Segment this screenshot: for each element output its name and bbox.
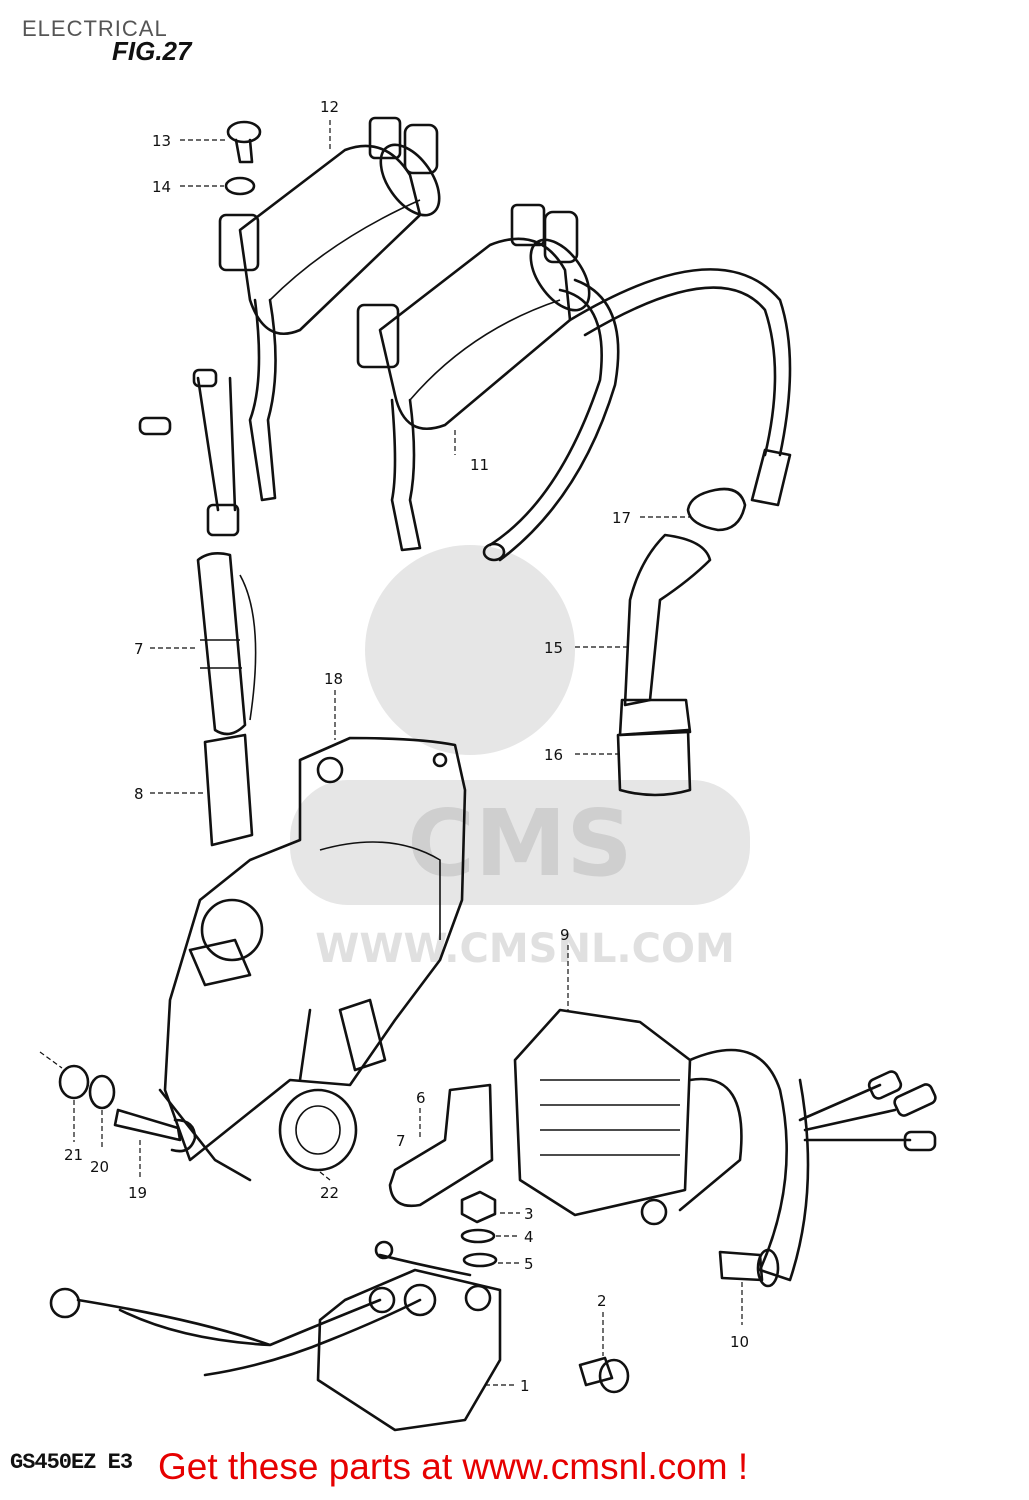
- callout-18: 18: [324, 670, 343, 688]
- callout-16: 16: [544, 746, 563, 764]
- watermark-badge: [290, 780, 750, 905]
- callout-1: 1: [520, 1377, 530, 1395]
- callout-12: 12: [320, 98, 339, 116]
- condenser-7: [138, 368, 257, 736]
- figure-title: FIG.27: [112, 36, 192, 66]
- washer-14: [224, 176, 256, 196]
- callout-6: 6: [416, 1089, 426, 1107]
- nut-3: [460, 1190, 497, 1224]
- callout-20: 20: [90, 1158, 109, 1176]
- grommet-22: [278, 1088, 358, 1172]
- bolt-19: [113, 1108, 197, 1153]
- watermark-logo-text: CMS: [407, 790, 632, 897]
- callout-3: 3: [524, 1205, 534, 1223]
- callout-10: 10: [730, 1333, 749, 1351]
- model-code: GS450EZ E3: [10, 1450, 133, 1475]
- regulator-rectifier-9: [513, 1008, 937, 1282]
- suppressor-8: [203, 733, 254, 847]
- callout-labels: 13 14 12 11 17 15 16 7 8 18 9 10 1 2 3 4…: [64, 98, 749, 1395]
- seal-16: [616, 728, 692, 797]
- callout-4: 4: [524, 1228, 534, 1246]
- watermark-mascot-icon: [365, 545, 575, 755]
- callout-17: 17: [612, 509, 631, 527]
- callout-7-cap: 7: [396, 1132, 406, 1150]
- callout-5: 5: [524, 1255, 534, 1273]
- plug-cap-15: [618, 487, 747, 737]
- cap-6: [388, 1083, 494, 1208]
- callout-2: 2: [597, 1292, 607, 1310]
- watermark-url-text: WWW.CMSNL.COM: [315, 926, 735, 972]
- ignition-coil-12: [218, 116, 441, 502]
- washer-20: [88, 1074, 116, 1110]
- callout-15: 15: [544, 639, 563, 657]
- callout-22: 22: [320, 1184, 339, 1202]
- washer-21: [58, 1064, 90, 1100]
- leader-lines: [39, 120, 743, 1386]
- callout-21: 21: [64, 1146, 83, 1164]
- washer-5: [462, 1252, 498, 1268]
- plug-cord-loop: [568, 268, 792, 457]
- watermark: CMS WWW.CMSNL.COM: [290, 545, 750, 972]
- screw-13: [226, 120, 262, 164]
- callout-8: 8: [134, 785, 144, 803]
- promo-link[interactable]: Get these parts at www.cmsnl.com !: [158, 1446, 749, 1487]
- callout-11: 11: [470, 456, 489, 474]
- washer-4: [460, 1228, 496, 1244]
- bracket-18: [158, 736, 467, 1182]
- callout-19: 19: [128, 1184, 147, 1202]
- starter-relay-1: [49, 1240, 502, 1432]
- callout-13: 13: [152, 132, 171, 150]
- ignition-coil-11: [356, 203, 591, 552]
- callout-9: 9: [560, 926, 570, 944]
- screw-2: [578, 1356, 630, 1394]
- screw-10: [718, 1248, 780, 1288]
- callout-7-condenser: 7: [134, 640, 144, 658]
- callout-14: 14: [152, 178, 171, 196]
- section-title: ELECTRICAL: [22, 16, 168, 41]
